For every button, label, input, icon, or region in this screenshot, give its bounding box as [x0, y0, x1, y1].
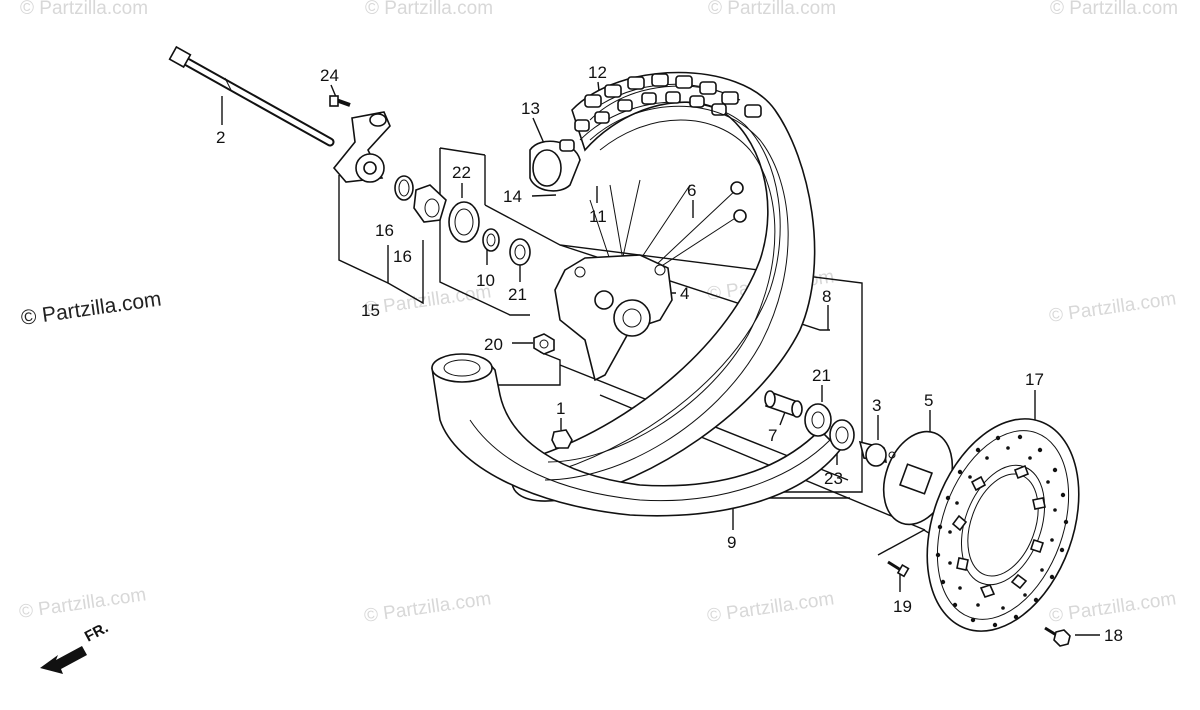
callout-13: 13: [521, 99, 540, 118]
callout-18: 18: [1104, 626, 1123, 645]
watermark: © Partzilla.com: [708, 0, 836, 19]
callout-9: 9: [727, 533, 736, 552]
parts: [168, 45, 1080, 647]
tire-tread: [559, 73, 762, 152]
watermark: © Partzilla.com: [363, 281, 493, 320]
watermark-main: © Partzilla.com: [19, 287, 162, 329]
disc-slots: [951, 464, 1046, 598]
spacer: [413, 184, 447, 223]
callout-1: 1: [556, 399, 565, 418]
rim-band-piece: [529, 140, 581, 192]
side-collar: [858, 440, 887, 467]
oil-seal: [448, 201, 480, 243]
callout-2: 2: [216, 128, 225, 147]
watermark: © Partzilla.com: [706, 588, 836, 627]
valve-cap: [551, 429, 573, 449]
callout-20: 20: [484, 335, 503, 354]
screw: [887, 560, 910, 578]
callout-21: 21: [812, 366, 831, 385]
oil-seal: [829, 419, 855, 451]
callout-19: 19: [893, 597, 912, 616]
callout-16: 16: [393, 247, 412, 266]
callout-10: 10: [476, 271, 495, 290]
hub: [554, 254, 673, 382]
callout-3: 3: [872, 396, 881, 415]
callout-4: 4: [680, 284, 689, 303]
callout-16: 16: [375, 221, 394, 240]
callout-labels: 1 2 3 4 5 6 7 8 9 10 11 12 13 14 15 16 1…: [216, 63, 1123, 645]
bearing: [804, 403, 832, 437]
callout-23: 23: [824, 469, 843, 488]
callout-21: 21: [508, 285, 527, 304]
callout-15: 15: [361, 301, 380, 320]
axle: [168, 45, 335, 147]
watermark: © Partzilla.com: [1048, 288, 1178, 327]
watermark: © Partzilla.com: [1050, 0, 1178, 19]
direction-label: FR.: [82, 619, 111, 645]
watermark: © Partzilla.com: [18, 584, 148, 623]
watermark: © Partzilla.com: [365, 0, 493, 19]
callout-7: 7: [768, 426, 777, 445]
disc-holes: [935, 434, 1069, 628]
callout-24: 24: [320, 66, 339, 85]
callout-22: 22: [452, 163, 471, 182]
callout-11: 11: [589, 207, 607, 226]
circlip: [482, 228, 500, 252]
spoke-nut: [533, 333, 555, 355]
tire: [511, 71, 816, 502]
watermark: © Partzilla.com: [20, 0, 148, 19]
brake-disc: [926, 418, 1080, 632]
axle-collar: [332, 111, 391, 183]
seal-ring: [394, 175, 414, 201]
callout-14: 14: [503, 187, 522, 206]
callout-8: 8: [822, 287, 831, 306]
watermark: © Partzilla.com: [363, 588, 493, 627]
watermark: © Partzilla.com: [1048, 588, 1178, 627]
disc-bolt: [1044, 626, 1071, 647]
bolt: [329, 95, 351, 107]
callout-5: 5: [924, 391, 933, 410]
front-arrow-icon: [40, 646, 87, 674]
callout-6: 6: [687, 181, 696, 200]
bearing: [509, 238, 531, 266]
callout-17: 17: [1025, 370, 1044, 389]
front-direction-indicator: FR.: [40, 619, 111, 674]
distance-collar: [764, 390, 803, 418]
inner-tube: [431, 353, 842, 517]
rim: [544, 105, 789, 481]
callout-12: 12: [588, 63, 607, 82]
